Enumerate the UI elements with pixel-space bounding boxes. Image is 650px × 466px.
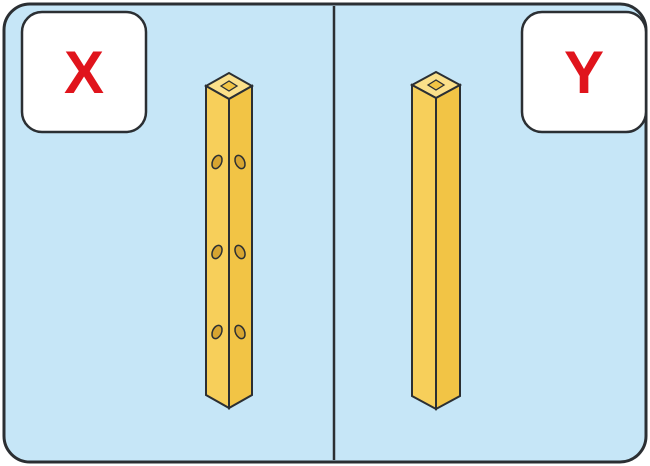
post-y-side <box>435 83 461 411</box>
post-x-hole <box>234 154 246 170</box>
post-x-hole <box>211 244 223 260</box>
post-x-hole <box>234 244 246 260</box>
wooden-post-plain-icon <box>409 70 463 411</box>
post-x-hole <box>211 154 223 170</box>
label-x: X <box>64 39 104 106</box>
post-x-top-notch <box>219 80 239 92</box>
post-x-hole <box>211 324 223 340</box>
post-y-top-notch <box>426 79 446 91</box>
panel-x-label: X <box>20 10 148 134</box>
wooden-post-with-holes-icon <box>203 71 255 410</box>
post-y-front <box>411 83 437 411</box>
label-box-x <box>20 10 148 134</box>
panel-y-label: Y <box>520 10 648 134</box>
label-box-y <box>520 10 648 134</box>
post-x-hole <box>234 324 246 340</box>
label-y: Y <box>564 39 604 106</box>
